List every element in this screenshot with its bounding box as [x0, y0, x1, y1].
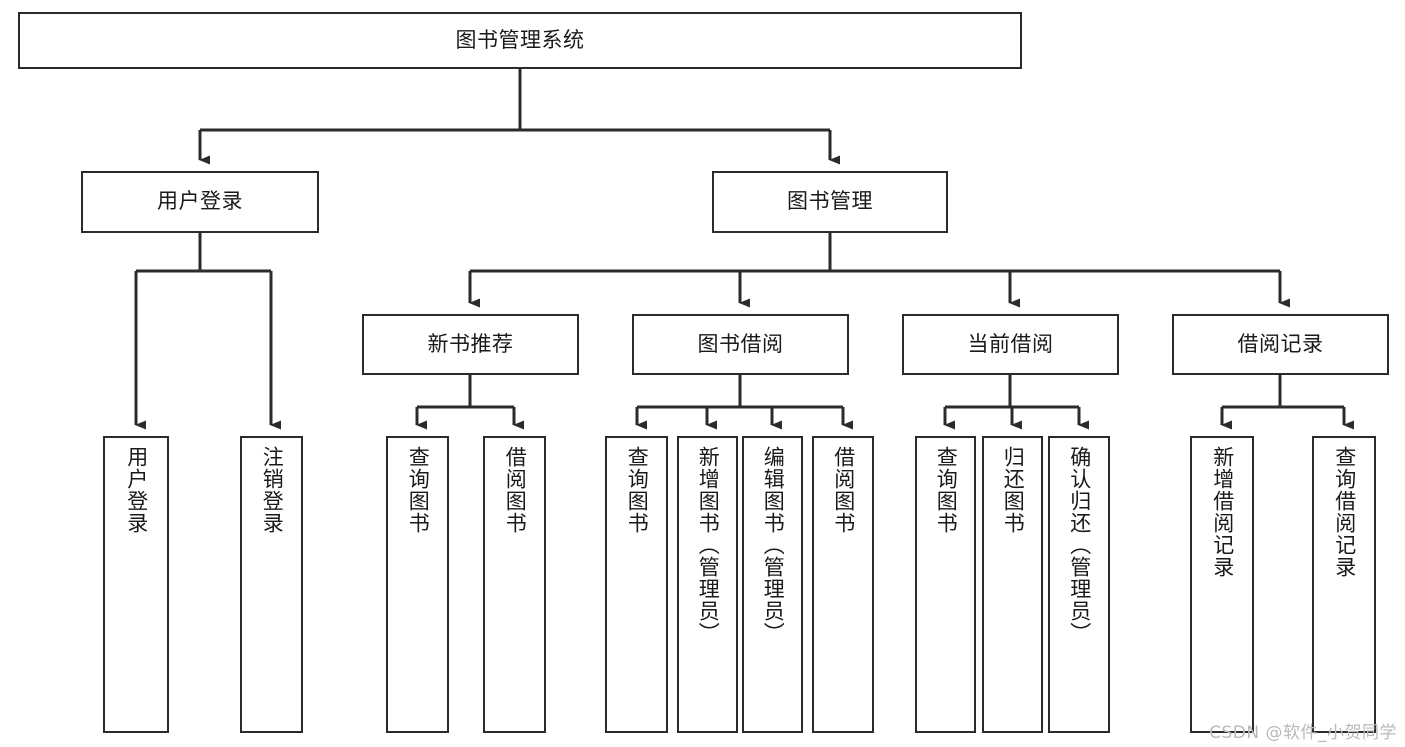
node-leaf-user-login[interactable]: 用户登录 [103, 436, 169, 733]
node-leaf-add-borrow-record-label: 新增借阅记录 [1210, 446, 1235, 578]
node-leaf-add-borrow-record[interactable]: 新增借阅记录 [1190, 436, 1254, 733]
node-user-login[interactable]: 用户登录 [81, 171, 319, 233]
node-leaf-logout-label: 注销登录 [260, 446, 285, 534]
node-book-manage[interactable]: 图书管理 [712, 171, 948, 233]
node-user-login-label: 用户登录 [157, 189, 243, 214]
node-borrow-record-label: 借阅记录 [1237, 331, 1324, 356]
node-current-borrow[interactable]: 当前借阅 [902, 314, 1119, 375]
node-leaf-user-login-label: 用户登录 [124, 446, 149, 534]
node-leaf-query-borrow-record[interactable]: 查询借阅记录 [1312, 436, 1376, 733]
node-root[interactable]: 图书管理系统 [18, 12, 1022, 69]
node-leaf-query-book-borrow[interactable]: 查询图书 [605, 436, 668, 733]
node-leaf-query-book-borrow-label: 查询图书 [625, 446, 650, 534]
node-leaf-edit-book-admin-label: 编辑图书（管理员） [761, 446, 786, 644]
node-leaf-confirm-return-admin-label: 确认归还（管理员） [1067, 446, 1092, 644]
node-leaf-query-book-current[interactable]: 查询图书 [915, 436, 976, 733]
node-leaf-query-book-current-label: 查询图书 [934, 446, 959, 534]
node-borrow-record[interactable]: 借阅记录 [1172, 314, 1389, 375]
node-book-borrow-label: 图书借阅 [697, 331, 784, 356]
node-leaf-borrow-book[interactable]: 借阅图书 [812, 436, 874, 733]
node-root-label: 图书管理系统 [455, 27, 585, 52]
node-leaf-return-book-label: 归还图书 [1001, 446, 1026, 534]
node-leaf-query-borrow-record-label: 查询借阅记录 [1332, 446, 1357, 578]
node-current-borrow-label: 当前借阅 [967, 331, 1054, 356]
node-leaf-logout[interactable]: 注销登录 [240, 436, 303, 733]
node-new-book-recommend[interactable]: 新书推荐 [362, 314, 579, 375]
node-book-manage-label: 图书管理 [787, 189, 873, 214]
node-leaf-confirm-return-admin[interactable]: 确认归还（管理员） [1048, 436, 1110, 733]
node-leaf-borrow-book-rec[interactable]: 借阅图书 [483, 436, 546, 733]
node-leaf-query-book-rec[interactable]: 查询图书 [386, 436, 449, 733]
node-leaf-add-book-admin-label: 新增图书（管理员） [696, 446, 721, 644]
node-book-borrow[interactable]: 图书借阅 [632, 314, 849, 375]
node-new-book-recommend-label: 新书推荐 [427, 331, 514, 356]
node-leaf-edit-book-admin[interactable]: 编辑图书（管理员） [742, 436, 803, 733]
node-leaf-add-book-admin[interactable]: 新增图书（管理员） [677, 436, 738, 733]
node-leaf-borrow-book-label: 借阅图书 [831, 446, 856, 534]
node-leaf-query-book-rec-label: 查询图书 [406, 446, 431, 534]
node-leaf-borrow-book-rec-label: 借阅图书 [503, 446, 528, 534]
node-leaf-return-book[interactable]: 归还图书 [982, 436, 1043, 733]
